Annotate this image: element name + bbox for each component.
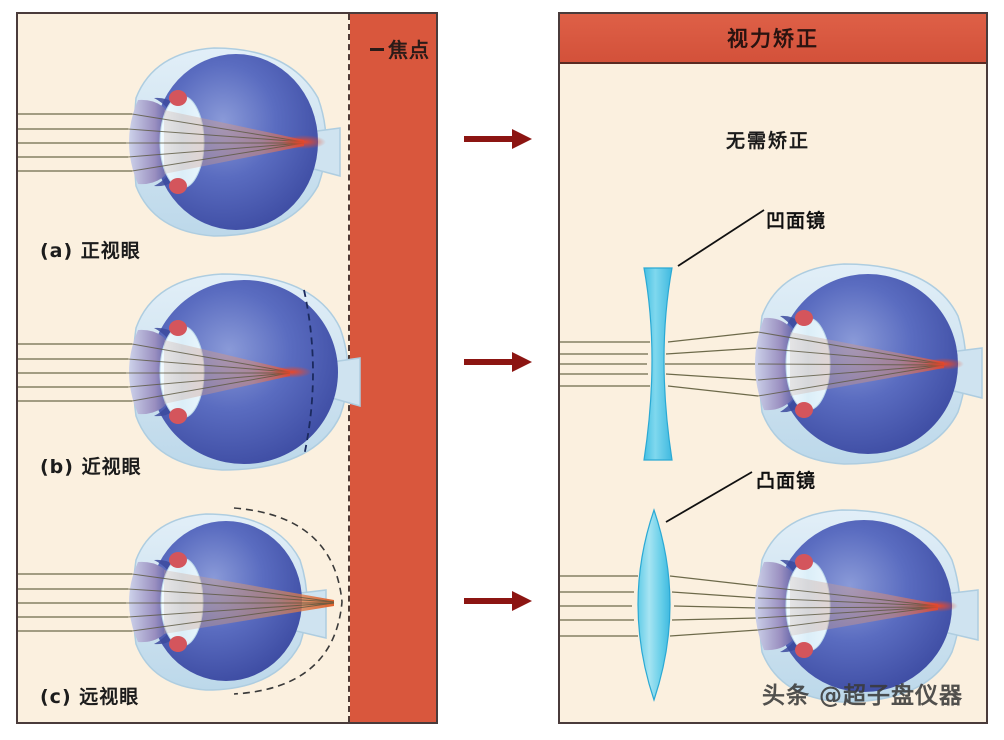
focal-point-label-text: 焦点 — [388, 38, 430, 62]
refracted-rays — [757, 331, 945, 397]
process-arrow-row-a — [464, 129, 532, 149]
process-arrow-row-b — [464, 352, 532, 372]
focal-point-on-retina — [918, 600, 958, 612]
correction-diagram-myopia — [560, 263, 983, 465]
focal-point-dash-marker — [370, 48, 384, 51]
incoming-light-rays — [560, 341, 650, 387]
refracted-rays — [126, 573, 335, 632]
process-arrow-row-c — [464, 591, 532, 611]
incoming-light-rays — [18, 343, 132, 402]
refracted-light-cone — [790, 332, 944, 396]
no-correction-note: 无需矫正 — [726, 130, 811, 152]
eye-diagram-myopia — [18, 273, 361, 471]
incoming-light-rays — [560, 575, 638, 637]
eye-diagram-hyperopia — [18, 507, 343, 695]
normal-eye-length-dashed-arc — [303, 289, 314, 457]
incoming-light-rays — [18, 573, 132, 632]
concave-lens-label: 凹面镜 — [766, 210, 827, 232]
refracted-rays — [757, 585, 939, 631]
convex-lens-label: 凸面镜 — [756, 470, 817, 492]
ciliary-body-bottom — [795, 642, 813, 658]
case-label-c: (c) 远视眼 — [40, 686, 140, 708]
ciliary-body-top — [795, 554, 813, 570]
concave-lens-leader-line — [677, 209, 765, 267]
ciliary-body-top — [169, 320, 187, 336]
watermark-text: 头条 @超子盘仪器 — [762, 683, 964, 709]
refracted-light-cone — [164, 570, 334, 634]
focal-point-before-retina — [272, 366, 312, 378]
refracted-rays — [126, 113, 305, 172]
correction-diagram-hyperopia — [560, 508, 979, 703]
right-panel-vision-correction: 视力矫正 无需矫正 — [558, 12, 988, 724]
ciliary-body-bottom — [169, 408, 187, 424]
diverged-rays — [665, 331, 759, 397]
case-label-a: (a) 正视眼 — [40, 240, 141, 262]
vision-correction-header: 视力矫正 — [560, 14, 986, 64]
refracted-light-cone — [164, 110, 304, 174]
ciliary-body-bottom — [795, 402, 813, 418]
convex-lens-shape — [637, 508, 671, 702]
converged-rays — [669, 575, 759, 637]
ciliary-body-bottom — [169, 178, 187, 194]
focal-point-zone — [350, 14, 436, 722]
focal-point-label: 焦点 — [370, 34, 430, 63]
refracted-rays — [126, 343, 291, 402]
incoming-light-rays — [18, 113, 132, 172]
ciliary-body-top — [169, 552, 187, 568]
concave-lens-shape — [643, 267, 673, 461]
eye-diagram-emmetropia — [18, 47, 341, 237]
normal-eye-length-dashed-arc — [233, 507, 343, 695]
convex-lens-leader-line — [665, 471, 753, 523]
case-label-b: (b) 近视眼 — [40, 456, 142, 478]
ciliary-body-bottom — [169, 636, 187, 652]
ciliary-body-top — [169, 90, 187, 106]
focal-point-on-retina — [282, 135, 326, 149]
refracted-light-cone — [164, 340, 290, 404]
vision-correction-title: 视力矫正 — [727, 27, 819, 51]
left-panel-uncorrected-eyes: 焦点 — [16, 12, 438, 724]
ciliary-body-top — [795, 310, 813, 326]
focal-point-on-retina — [924, 358, 964, 370]
